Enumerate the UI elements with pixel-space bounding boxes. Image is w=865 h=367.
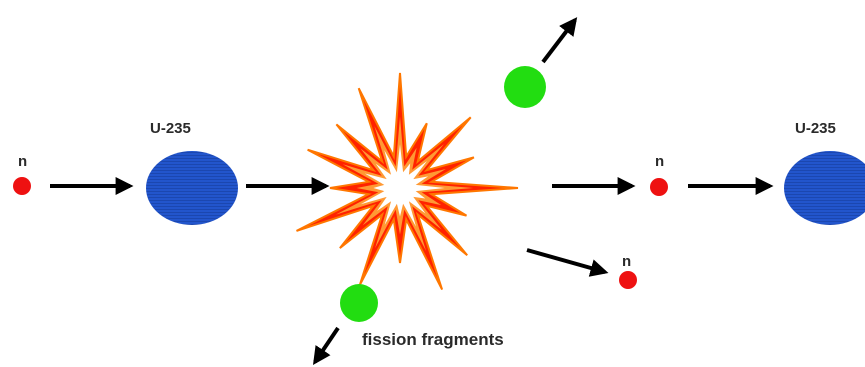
uranium-label-left: U-235	[150, 120, 191, 137]
fission-burst	[296, 72, 519, 291]
fission-fragment-lower	[340, 284, 378, 322]
arrow-fission-to-lower-neutron	[526, 248, 609, 277]
uranium-nucleus-right	[784, 151, 865, 225]
neutron-label-outgoing: n	[655, 153, 664, 170]
neutron-incoming	[13, 177, 31, 195]
neutron-lower	[619, 271, 637, 289]
uranium-label-right: U-235	[795, 120, 836, 137]
neutron-label-lower: n	[622, 253, 631, 270]
arrow-fragment-upper	[541, 17, 578, 64]
arrow-fragment-lower	[312, 326, 340, 365]
neutron-outgoing	[650, 178, 668, 196]
fission-fragments-label: fission fragments	[362, 330, 504, 349]
fission-fragment-upper	[504, 66, 546, 108]
uranium-nucleus-left	[146, 151, 238, 225]
neutron-label-incoming: n	[18, 153, 27, 170]
